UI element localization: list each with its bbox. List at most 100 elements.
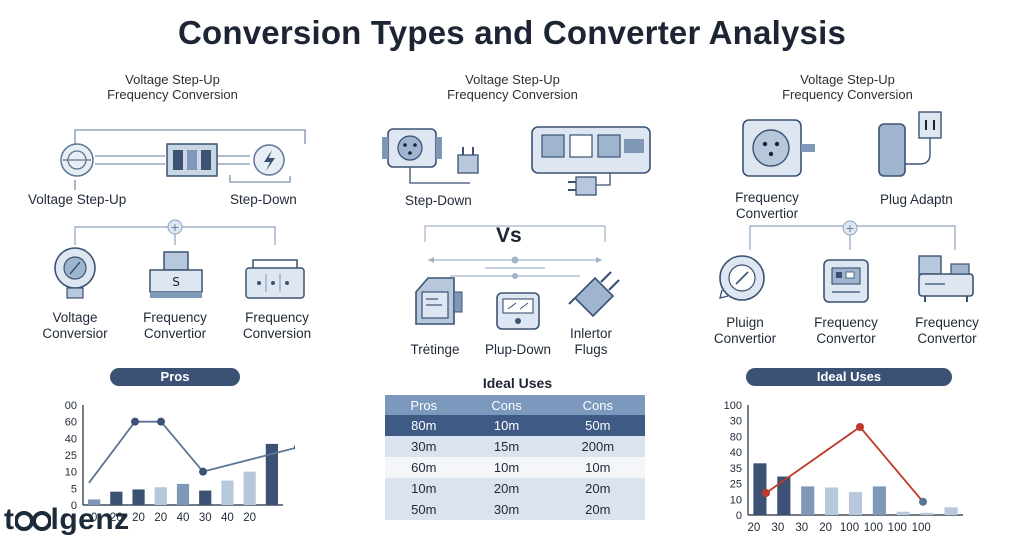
x-tick-label: 100 (864, 522, 883, 534)
middle-item-2: Plup-Down (484, 342, 552, 357)
middle-label-stepdown: Step-Down (405, 193, 472, 208)
machine-icon (918, 255, 974, 302)
bar (132, 489, 145, 505)
right-subtitle: Voltage Step-Up Frequency Conversion (760, 72, 935, 102)
right-label-plug: Plug Adaptn (880, 192, 953, 207)
right-item-3-line2: Convertor (917, 331, 977, 346)
middle-subtitle-line1: Voltage Step-Up (465, 72, 560, 87)
table-cell: 60m (385, 457, 463, 478)
left-item-1-line2: Conversior (42, 326, 108, 341)
bolt-icon (253, 144, 285, 176)
right-item-1-line1: Pluign (726, 315, 764, 330)
left-subtitle-line1: Voltage Step-Up (125, 72, 220, 87)
vs-label: Vs (496, 224, 522, 247)
switch-icon: S (149, 251, 203, 298)
y-tick-label: 00 (65, 400, 77, 412)
table-cell: 30m (385, 436, 463, 457)
y-tick-label: 60 (65, 417, 77, 429)
line-point (199, 467, 207, 476)
y-tick-label: 0 (736, 510, 742, 522)
left-item-2-line1: Frequency (143, 310, 207, 325)
x-tick-label: 40 (177, 512, 190, 524)
converter-icon (166, 143, 218, 177)
x-tick-label: 30 (199, 512, 212, 524)
panel-icon (245, 259, 305, 299)
meter-icon (496, 292, 540, 330)
bar (920, 512, 934, 515)
table-cell: 80m (385, 415, 463, 436)
line-point (157, 417, 165, 426)
y-tick-label: 35 (730, 463, 742, 475)
bar (243, 471, 256, 505)
pros-pill: Pros (110, 368, 240, 386)
y-tick-label: 25 (65, 450, 77, 462)
y-tick-label: 10 (730, 494, 742, 506)
left-item-2-line2: Convertior (143, 326, 207, 341)
bar (110, 491, 123, 505)
right-tree-connector: + (749, 220, 956, 250)
x-tick-label: 20 (110, 512, 123, 524)
bar (154, 487, 167, 505)
ideal-uses-pill: Ideal Uses (746, 368, 952, 386)
y-tick-label: 80 (730, 431, 742, 443)
bar (777, 476, 791, 515)
line-point (762, 489, 770, 497)
right-item-1-line2: Convertior (713, 331, 777, 346)
y-tick-label: 5 (71, 483, 77, 495)
table-cell: 15m (462, 436, 551, 457)
y-tick-label: 25 (730, 479, 742, 491)
left-item-3-line1: Frequency (245, 310, 309, 325)
bar (825, 487, 839, 515)
left-item-1: Voltage Conversior (30, 310, 120, 342)
bar (944, 507, 958, 515)
bar (199, 490, 212, 505)
table-cell: 200m (550, 436, 645, 457)
x-tick-label: 40 (221, 512, 234, 524)
table-cell: 10m (462, 457, 551, 478)
dial-icon (719, 255, 765, 301)
table-cell: 10m (550, 457, 645, 478)
logo-o-icon (14, 510, 51, 532)
svg-text:+: + (170, 221, 179, 234)
bar (801, 486, 815, 515)
middle-item-1: Trėtinge (410, 342, 460, 357)
small-plug-icon (457, 147, 479, 174)
x-tick-label: 30 (771, 522, 784, 534)
bar (753, 463, 767, 515)
line-point (131, 417, 139, 426)
x-tick-label: 100 (840, 522, 859, 534)
y-tick-label: 30 (730, 416, 742, 428)
plug-icon (568, 271, 620, 318)
right-item-2-line2: Convertor (816, 331, 876, 346)
bar (896, 511, 910, 515)
y-tick-label: 10 (65, 467, 77, 479)
label-stepdown: Step-Down (230, 192, 297, 207)
right-subtitle-line1: Voltage Step-Up (800, 72, 895, 87)
bar (265, 443, 278, 505)
y-tick-label: 100 (724, 400, 742, 412)
right-item-2: Frequency Convertor (801, 315, 891, 347)
x-tick-label: 0 (91, 512, 97, 524)
page-title: Conversion Types and Converter Analysis (178, 14, 846, 51)
logo-suffix: lgenz (50, 503, 130, 536)
left-subtitle-line2: Frequency Conversion (107, 87, 238, 102)
line-point (294, 444, 295, 450)
middle-item-3: Inlertor Flugs (556, 326, 626, 358)
x-tick-label: 20 (243, 512, 256, 524)
right-item-3-line1: Frequency (915, 315, 979, 330)
vs-connector (424, 225, 606, 279)
y-tick-label: 40 (730, 447, 742, 459)
right-item-3: Frequency Convertor (902, 315, 992, 347)
line-point (856, 423, 864, 431)
right-label-frequency-line2: Convertior (735, 206, 799, 221)
table-cell: 20m (550, 478, 645, 499)
middle-subtitle-line2: Frequency Conversion (447, 87, 578, 102)
transformer-icon (415, 277, 463, 325)
table-header-2: Cons (550, 395, 645, 415)
table-cell: 20m (462, 478, 551, 499)
